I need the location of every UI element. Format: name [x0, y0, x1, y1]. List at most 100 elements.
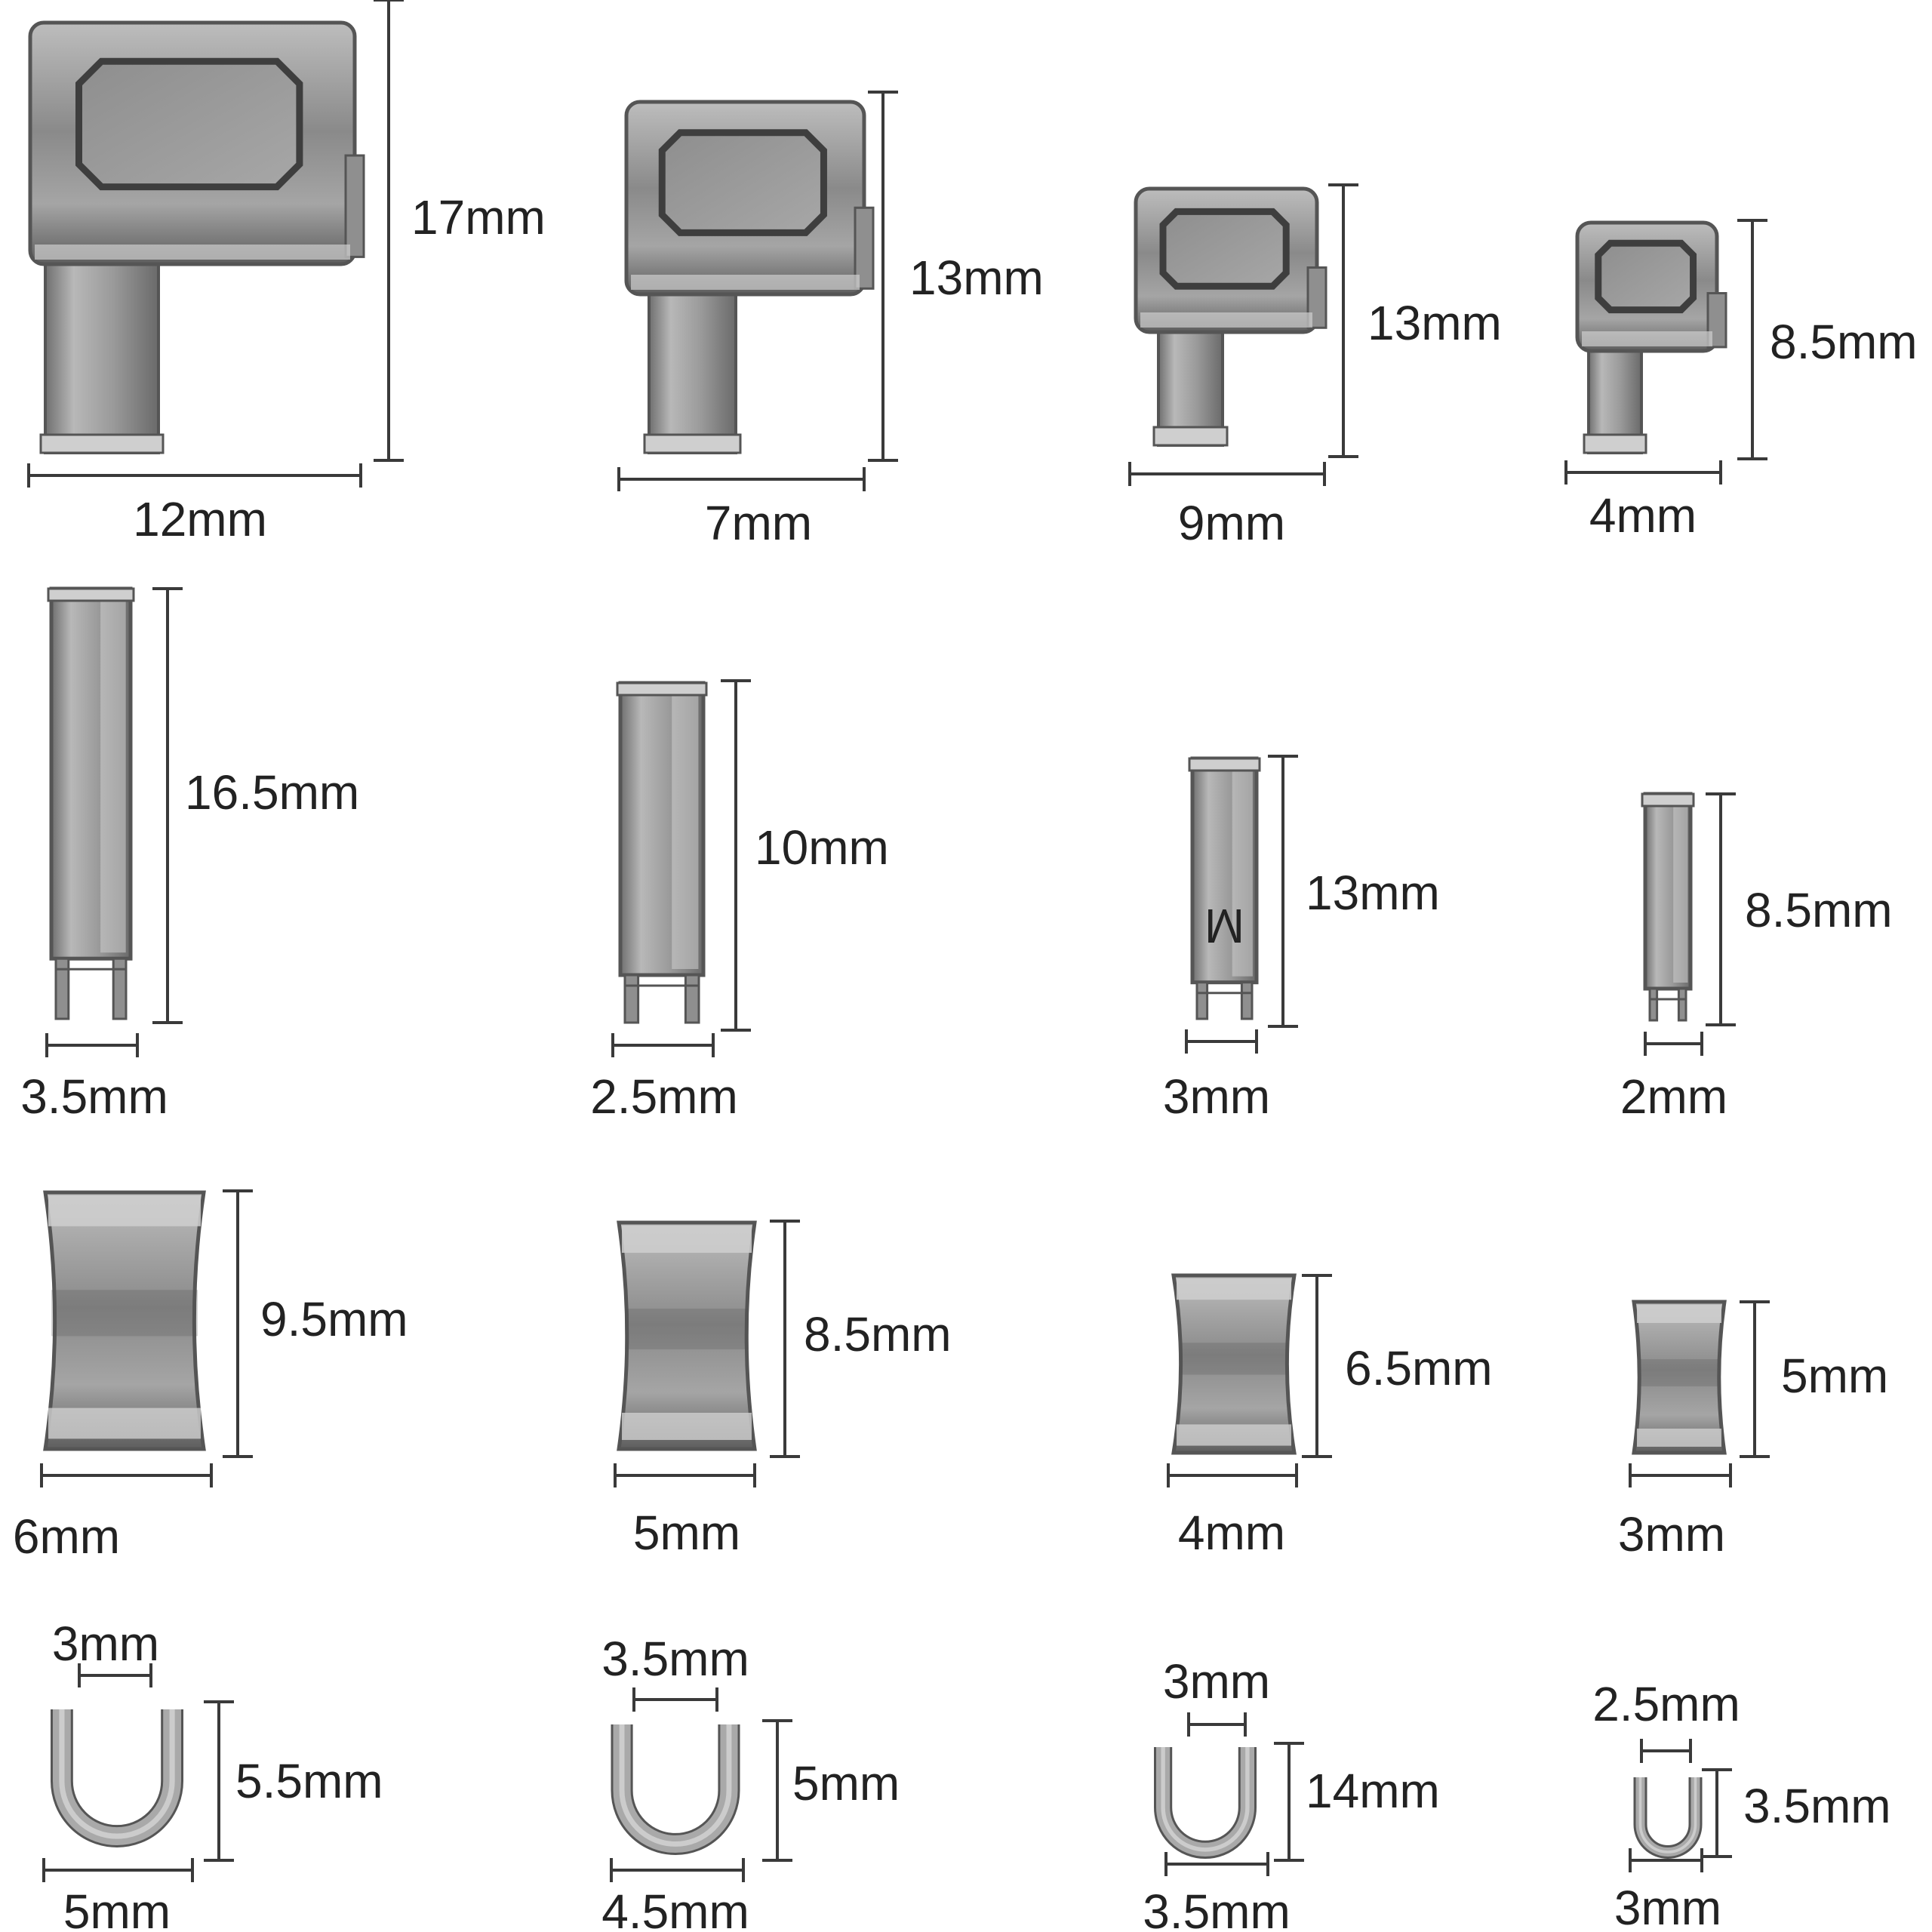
- top-stop-top-edge: [1637, 1305, 1721, 1323]
- height-label: 8.5mm: [804, 1307, 952, 1361]
- width-dimension: [1564, 460, 1722, 485]
- height-dimension: [152, 587, 183, 1024]
- height-dimension: [1740, 1300, 1770, 1458]
- height-dimension: [1328, 183, 1358, 458]
- insertion-pin-highlight: [1673, 800, 1688, 983]
- height-label: 3.5mm: [1743, 1779, 1891, 1833]
- pin-box-1: [28, 20, 365, 454]
- height-dimension: [868, 91, 898, 462]
- top-stop-body: [43, 1190, 206, 1451]
- insertion-pin-prong: [112, 957, 128, 1020]
- height-dimension: [1706, 792, 1736, 1026]
- insertion-pin-highlight: [672, 689, 699, 969]
- pin-box-lip: [344, 154, 365, 258]
- pin-box-stem-foot: [1152, 426, 1229, 447]
- width-dimension: [1629, 1848, 1703, 1872]
- inner-width-label: 3mm: [52, 1617, 159, 1671]
- height-label: 10mm: [755, 820, 889, 875]
- height-dimension: [721, 679, 751, 1032]
- width-dimension: [1629, 1463, 1732, 1487]
- bottom-stop-wire: [1635, 1777, 1700, 1857]
- pin-box-stem-foot: [643, 433, 742, 454]
- width-label: 3mm: [1614, 1881, 1721, 1932]
- top-stop-body: [1632, 1300, 1727, 1455]
- width-dimension: [45, 1033, 139, 1057]
- pin-box-bottom-edge: [1582, 331, 1712, 346]
- pin-box-bottom-edge: [631, 275, 860, 290]
- insertion-pin-prong: [1240, 981, 1254, 1020]
- insertion-pin-prong: [1195, 981, 1209, 1020]
- width-dimension: [42, 1858, 194, 1882]
- height-dimension: [1274, 1742, 1304, 1862]
- top-stop-body: [617, 1220, 757, 1451]
- width-label: 2.5mm: [590, 1069, 738, 1124]
- height-dimension: [223, 1189, 253, 1458]
- top-stop-shade: [1640, 1359, 1718, 1386]
- height-label: 5mm: [792, 1756, 900, 1810]
- height-dimension: [1737, 219, 1767, 460]
- width-dimension: [1164, 1852, 1269, 1876]
- height-dimension: [1702, 1768, 1732, 1858]
- inner-width-dimension: [1187, 1712, 1247, 1737]
- bottom-stop-highlight: [59, 1709, 175, 1839]
- bottom-stop-1: [51, 1709, 183, 1847]
- height-dimension: [762, 1719, 792, 1862]
- bottom-stop-highlight: [1638, 1777, 1697, 1854]
- insertion-pin-prong: [1677, 987, 1687, 1022]
- width-dimension: [614, 1463, 756, 1487]
- inner-width-label: 3.5mm: [601, 1632, 749, 1686]
- width-dimension: [617, 467, 866, 491]
- pin-box-stem: [44, 263, 160, 454]
- height-dimension: [770, 1220, 800, 1458]
- top-stop-shade: [625, 1309, 749, 1349]
- pin-box-bottom-edge: [1140, 312, 1312, 328]
- insertion-pin-cap: [616, 681, 708, 697]
- insertion-pin-1: [47, 586, 135, 1020]
- height-label: 16.5mm: [185, 765, 359, 820]
- height-label: 13mm: [1367, 296, 1502, 350]
- top-stop-body: [1171, 1273, 1297, 1455]
- top-stop-2: [617, 1220, 757, 1451]
- top-stop-3: [1171, 1273, 1297, 1455]
- width-dimension: [27, 463, 362, 488]
- top-stop-bottom-edge: [48, 1407, 201, 1439]
- top-stop-bottom-edge: [622, 1413, 752, 1440]
- pin-box-window: [658, 129, 827, 236]
- width-label: 4mm: [1178, 1506, 1285, 1560]
- height-dimension: [204, 1700, 234, 1862]
- inner-width-dimension: [632, 1687, 718, 1712]
- insertion-pin-highlight: [100, 595, 126, 953]
- inner-width-dimension: [78, 1663, 152, 1687]
- top-stop-shade: [51, 1290, 198, 1337]
- pin-box-window: [1159, 208, 1290, 290]
- inner-width-dimension: [1640, 1739, 1692, 1763]
- width-dimension: [1644, 1032, 1703, 1056]
- width-dimension: [1128, 462, 1326, 486]
- insertion-pin-mark: M: [1204, 899, 1244, 953]
- width-label: 6mm: [13, 1509, 120, 1564]
- bottom-stop-2: [611, 1724, 740, 1855]
- insertion-pin-4: [1641, 792, 1695, 1022]
- pin-box-stem: [648, 293, 737, 454]
- bottom-stop-3: [1154, 1747, 1257, 1859]
- insertion-pin-2: [616, 681, 708, 1024]
- width-label: 5mm: [633, 1506, 740, 1560]
- width-dimension: [1185, 1029, 1258, 1054]
- width-label: 7mm: [705, 496, 812, 550]
- height-label: 5mm: [1781, 1349, 1888, 1403]
- inner-width-label: 2.5mm: [1592, 1677, 1740, 1731]
- height-label: 9.5mm: [260, 1292, 408, 1346]
- width-dimension: [611, 1033, 715, 1057]
- height-dimension: [374, 0, 404, 462]
- height-label: 14mm: [1306, 1764, 1440, 1818]
- width-label: 4mm: [1589, 488, 1697, 543]
- height-label: 13mm: [1306, 866, 1440, 920]
- insertion-pin-highlight: [1232, 764, 1253, 977]
- height-label: 5.5mm: [235, 1754, 383, 1808]
- bottom-stop-wire: [1156, 1747, 1254, 1857]
- insertion-pin-prong: [684, 974, 700, 1024]
- top-stop-shade: [1180, 1343, 1288, 1375]
- height-label: 8.5mm: [1745, 883, 1893, 937]
- insertion-pin-cap: [1641, 792, 1695, 808]
